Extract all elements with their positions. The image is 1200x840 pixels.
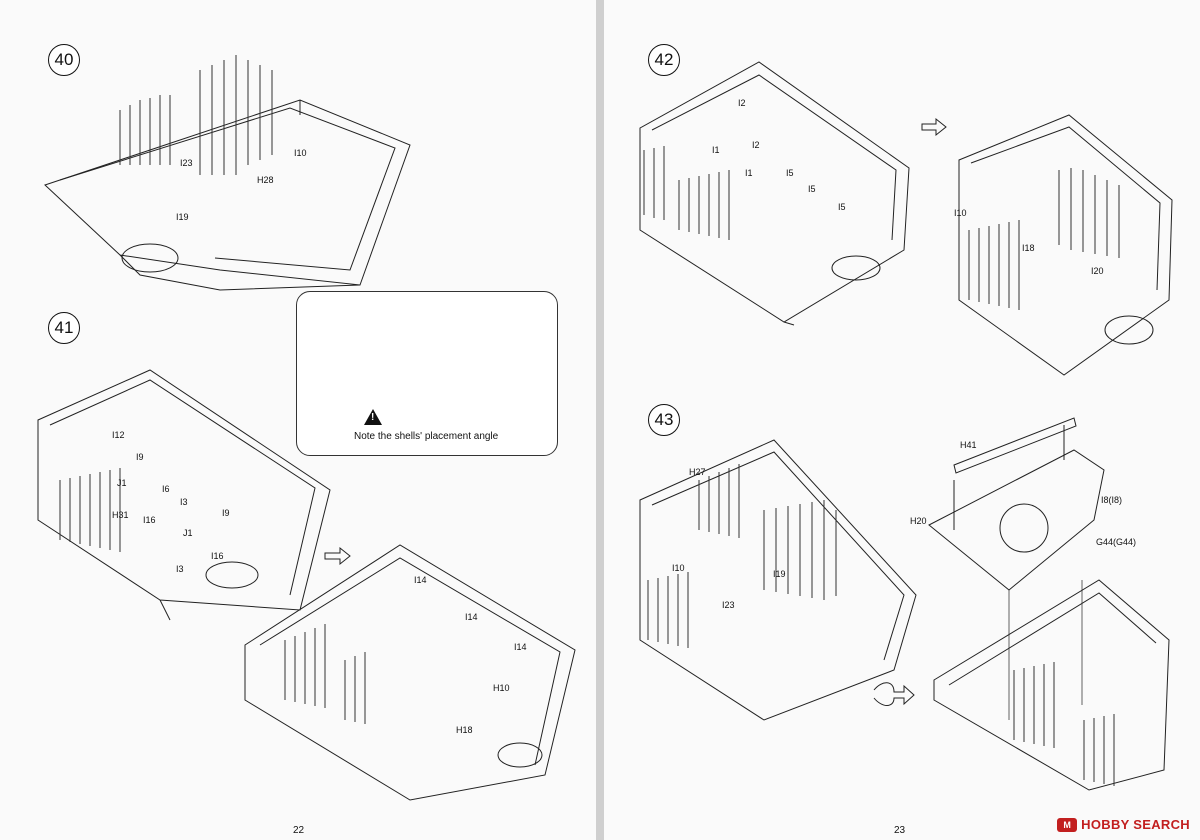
part-label: I10 — [672, 563, 685, 573]
page-number: 23 — [894, 825, 906, 836]
assembly-drawings-right — [639, 61, 1173, 791]
part-label: H20 — [910, 516, 927, 526]
part-label: I19 — [176, 212, 189, 222]
part-label: I16 — [143, 515, 156, 525]
arrow-icon — [324, 546, 351, 566]
hull-drawing-step42b — [958, 114, 1173, 376]
part-label: H27 — [689, 467, 706, 477]
part-label: I16 — [211, 551, 224, 561]
hull-drawing-step42 — [639, 61, 910, 326]
instruction-page-22: 40 I23 I10 H28 I19 41 I12 I9 J1 I6 H31 I… — [0, 0, 596, 840]
part-label: I14 — [414, 575, 427, 585]
part-label: I3 — [180, 497, 188, 507]
part-label: I2 — [738, 98, 746, 108]
page-number: 22 — [293, 825, 305, 836]
part-label: I6 — [162, 484, 170, 494]
part-label: G44(G44) — [1096, 537, 1137, 547]
warning-icon — [364, 409, 382, 425]
part-label: I23 — [180, 158, 193, 168]
hull-drawing-step40 — [44, 99, 411, 291]
hull-drawing-step41 — [37, 369, 331, 621]
part-label: I20 — [1091, 266, 1104, 276]
part-label: J1 — [183, 528, 193, 538]
part-label: I8(I8) — [1101, 495, 1123, 505]
part-label: H31 — [112, 510, 129, 520]
part-label: I3 — [176, 564, 184, 574]
part-label: I23 — [722, 600, 735, 610]
step-number-41: 41 — [48, 312, 80, 344]
hull-drawing-step43b — [933, 579, 1170, 791]
part-label: H28 — [257, 175, 274, 185]
step-number-40: 40 — [48, 44, 80, 76]
part-label: I2 — [752, 140, 760, 150]
part-label: I5 — [808, 184, 816, 194]
step-number-42: 42 — [648, 44, 680, 76]
part-label: I10 — [954, 208, 967, 218]
part-label: H10 — [493, 683, 510, 693]
step-number-43: 43 — [648, 404, 680, 436]
part-label: H41 — [960, 440, 977, 450]
book-spine — [596, 0, 604, 840]
part-label: I9 — [136, 452, 144, 462]
part-label: I5 — [786, 168, 794, 178]
note-text: Note the shells' placement angle — [354, 431, 499, 442]
part-label: I18 — [1022, 243, 1035, 253]
arrow-icon — [873, 682, 915, 706]
part-label: H18 — [456, 725, 473, 735]
part-label: I12 — [112, 430, 125, 440]
part-label: J1 — [117, 478, 127, 488]
part-label: I9 — [222, 508, 230, 518]
guide-line — [1008, 580, 1083, 720]
hobby-search-logo-icon: M — [1057, 817, 1078, 832]
part-label: I10 — [294, 148, 307, 158]
part-label: I1 — [745, 168, 753, 178]
part-label: I1 — [712, 145, 720, 155]
part-label: I5 — [838, 202, 846, 212]
part-label: I14 — [465, 612, 478, 622]
part-label: I19 — [773, 569, 786, 579]
watermark: M HOBBY SEARCH — [1057, 817, 1190, 832]
hull-drawing-step41b — [244, 544, 576, 801]
arrow-icon — [921, 117, 947, 137]
note-callout — [296, 291, 558, 456]
h41-bracket — [953, 417, 1077, 474]
part-label: I14 — [514, 642, 527, 652]
watermark-text: HOBBY SEARCH — [1081, 817, 1190, 832]
instruction-page-23: 42 I2 I1 I2 I1 I5 I5 I5 I10 I18 I20 43 H… — [604, 0, 1200, 840]
hull-drawing-step43 — [639, 439, 917, 721]
h20-plate — [928, 449, 1105, 591]
